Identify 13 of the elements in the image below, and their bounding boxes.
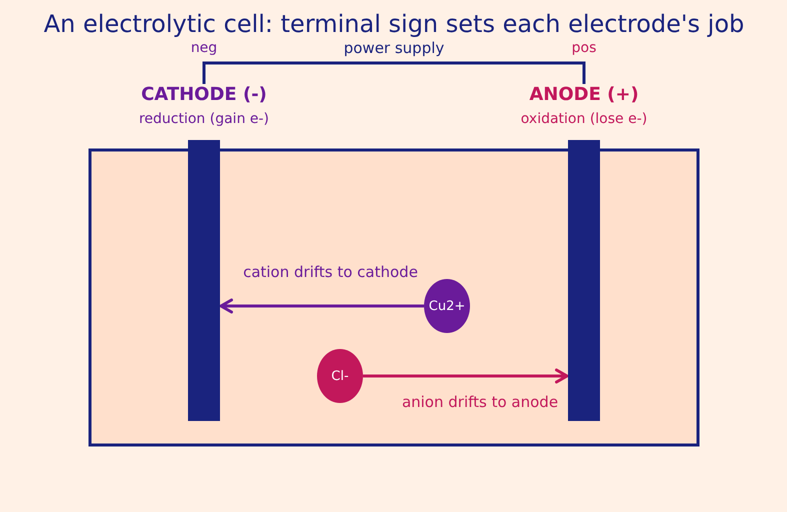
electrode-heading: ANODE (+) bbox=[529, 84, 639, 105]
terminal-label: neg bbox=[190, 40, 218, 56]
edge-label: cation drifts to cathode bbox=[242, 263, 419, 281]
arrow bbox=[363, 368, 568, 384]
edge-label: power supply bbox=[342, 39, 446, 57]
terminal-label: pos bbox=[572, 40, 596, 56]
electrode-reaction: reduction (gain e-) bbox=[138, 111, 270, 127]
edge-label: anion drifts to anode bbox=[400, 393, 560, 411]
diagram-title: An electrolytic cell: terminal sign sets each electrode's job bbox=[44, 10, 744, 38]
electrode-heading: CATHODE (-) bbox=[141, 84, 267, 105]
arrow bbox=[220, 298, 424, 314]
wire bbox=[202, 62, 586, 84]
electrode-reaction: oxidation (lose e-) bbox=[520, 111, 648, 127]
